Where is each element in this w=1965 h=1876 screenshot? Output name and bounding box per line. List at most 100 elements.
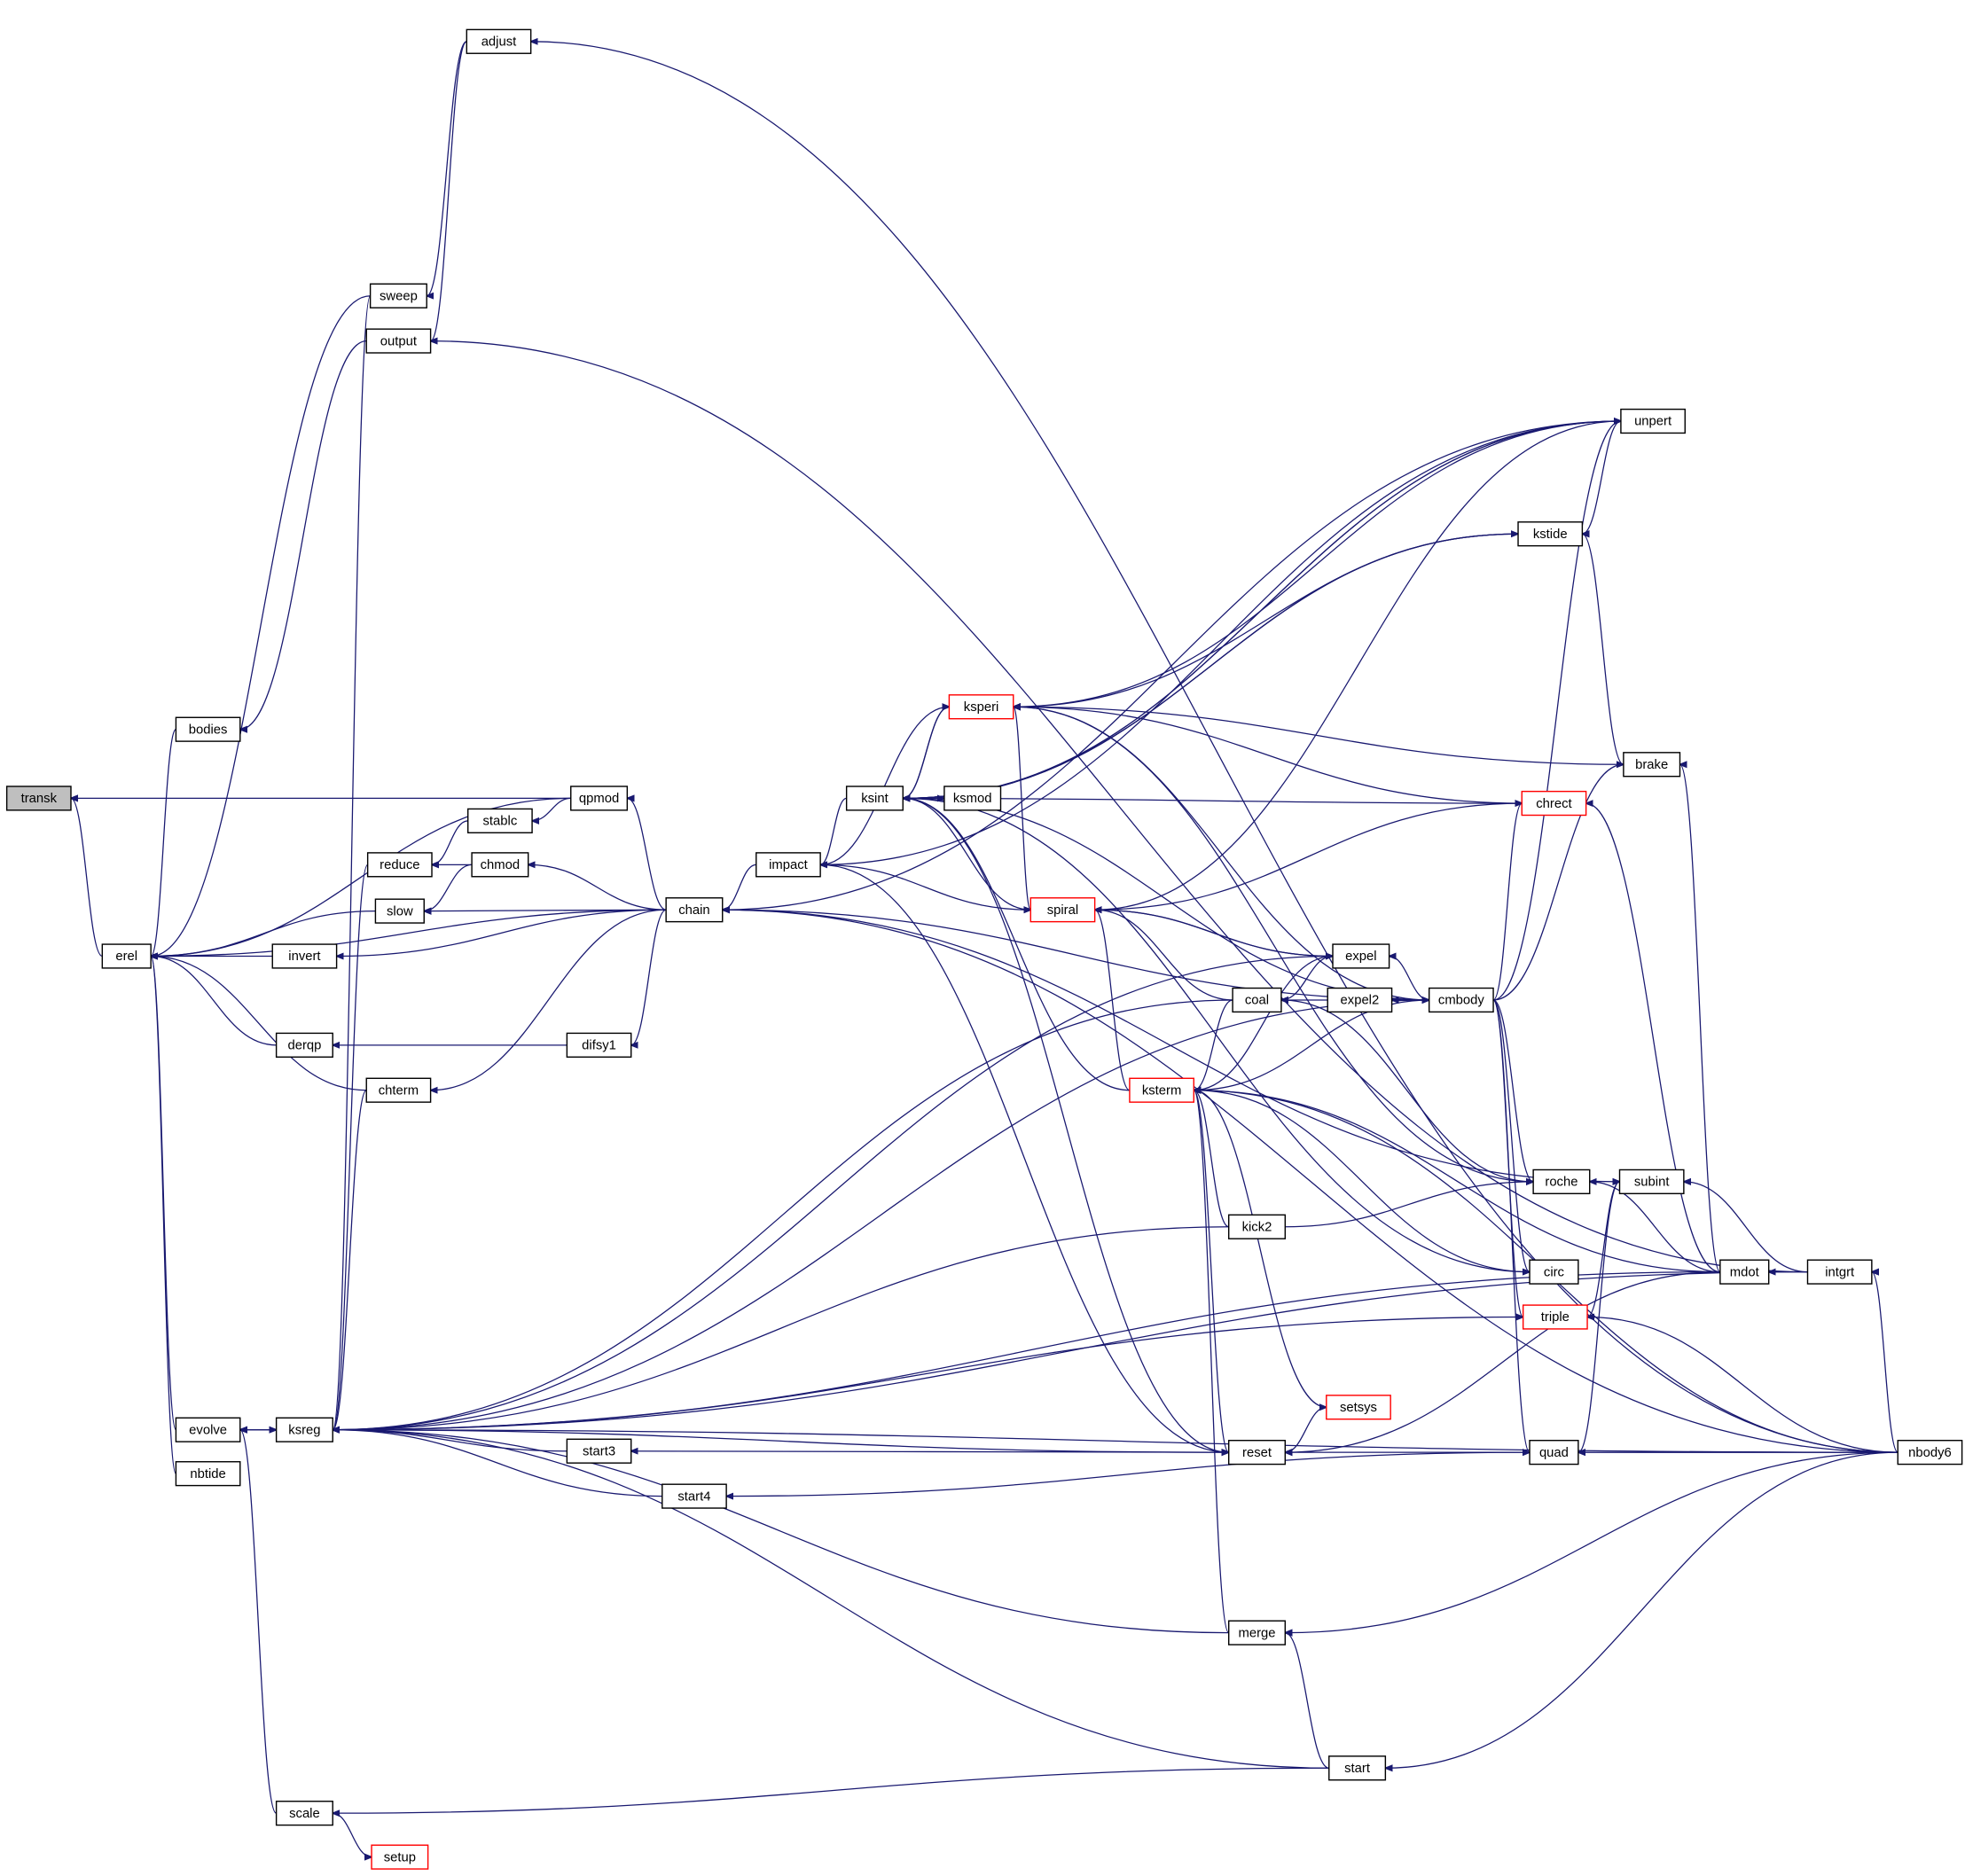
edge-mdot-to-ksterm xyxy=(1194,1090,1720,1273)
node-intgrt[interactable]: intgrt xyxy=(1806,1259,1873,1285)
node-adjust[interactable]: adjust xyxy=(466,28,532,54)
edge-quad-to-start4 xyxy=(726,1451,1531,1496)
edge-ksint-to-impact xyxy=(820,797,847,864)
node-setup[interactable]: setup xyxy=(371,1844,429,1870)
node-evolve[interactable]: evolve xyxy=(175,1417,241,1442)
node-label: start4 xyxy=(677,1489,710,1504)
node-label: cmbody xyxy=(1438,994,1485,1008)
node-spiral[interactable]: spiral xyxy=(1029,897,1096,923)
edge-start-to-ksreg xyxy=(333,1430,1329,1769)
node-cmbody[interactable]: cmbody xyxy=(1428,987,1494,1013)
node-circ[interactable]: circ xyxy=(1529,1259,1579,1285)
node-start4[interactable]: start4 xyxy=(662,1483,727,1509)
edge-output-to-bodies xyxy=(240,340,367,730)
edge-coal-to-spiral xyxy=(1095,910,1233,1001)
node-label: ksint xyxy=(861,792,889,806)
node-unpert[interactable]: unpert xyxy=(1620,408,1686,434)
edge-kick2-to-ksreg xyxy=(333,1226,1229,1430)
node-label: reset xyxy=(1242,1446,1272,1460)
node-box xyxy=(1529,1259,1579,1285)
node-label: chterm xyxy=(379,1083,419,1098)
node-roche[interactable]: roche xyxy=(1532,1169,1591,1195)
node-output[interactable]: output xyxy=(365,328,432,354)
edge-adjust-to-sweep xyxy=(427,41,467,296)
edge-intgrt-to-subint xyxy=(1684,1182,1808,1273)
node-setsys[interactable]: setsys xyxy=(1326,1395,1391,1420)
node-derqp[interactable]: derqp xyxy=(275,1032,333,1058)
node-transk[interactable]: transk xyxy=(5,786,72,811)
node-coal[interactable]: coal xyxy=(1232,987,1282,1013)
node-box xyxy=(5,786,72,811)
node-impact[interactable]: impact xyxy=(755,852,821,878)
node-box xyxy=(1326,1395,1391,1420)
node-label: coal xyxy=(1245,994,1269,1008)
node-box xyxy=(365,328,432,354)
edge-cmbody-to-unpert xyxy=(1493,421,1621,1001)
edge-roche-to-ksperi xyxy=(1014,707,1534,1183)
node-box xyxy=(1618,1169,1685,1195)
node-sweep[interactable]: sweep xyxy=(369,283,427,309)
node-start3[interactable]: start3 xyxy=(566,1438,632,1464)
node-label: scale xyxy=(289,1807,320,1821)
node-nbody6[interactable]: nbody6 xyxy=(1897,1440,1963,1466)
node-difsy1[interactable]: difsy1 xyxy=(566,1032,632,1058)
node-chmod[interactable]: chmod xyxy=(471,852,529,878)
node-invert[interactable]: invert xyxy=(271,943,338,969)
node-kstide[interactable]: kstide xyxy=(1517,521,1584,547)
edge-evolve-to-erel xyxy=(151,956,177,1431)
node-box xyxy=(275,1417,333,1442)
edge-qpmod-to-stablc xyxy=(532,797,571,820)
edge-chrect-to-spiral xyxy=(1095,802,1523,910)
node-kick2[interactable]: kick2 xyxy=(1228,1214,1287,1239)
edge-erel-to-transk xyxy=(71,798,103,958)
node-stablc[interactable]: stablc xyxy=(467,808,533,833)
node-expel[interactable]: expel xyxy=(1332,943,1390,969)
edge-chain-to-unpert xyxy=(722,421,1621,911)
edge-impact-to-reset xyxy=(820,864,1229,1452)
node-qpmod[interactable]: qpmod xyxy=(570,786,629,811)
node-merge[interactable]: merge xyxy=(1228,1620,1287,1645)
node-start[interactable]: start xyxy=(1328,1755,1387,1781)
node-label: kick2 xyxy=(1242,1220,1272,1234)
edge-cmbody-to-roche xyxy=(1492,999,1533,1182)
edge-unpert-to-impact xyxy=(820,420,1621,864)
node-expel2[interactable]: expel2 xyxy=(1327,987,1393,1013)
node-label: subint xyxy=(1634,1176,1670,1190)
node-brake[interactable]: brake xyxy=(1623,752,1681,778)
node-bodies[interactable]: bodies xyxy=(175,716,241,742)
edge-ksperi-to-spiral xyxy=(1013,706,1031,910)
node-box xyxy=(1328,1755,1387,1781)
edge-adjust-to-output xyxy=(431,41,467,341)
node-erel[interactable]: erel xyxy=(101,943,152,969)
node-label: output xyxy=(380,334,418,348)
node-label: intgrt xyxy=(1825,1265,1855,1279)
node-chterm[interactable]: chterm xyxy=(365,1077,432,1103)
node-label: nbody6 xyxy=(1908,1446,1952,1460)
node-ksperi[interactable]: ksperi xyxy=(948,694,1014,720)
edge-bodies-to-erel xyxy=(151,729,177,957)
node-triple[interactable]: triple xyxy=(1522,1304,1588,1330)
edge-brake-to-ksperi xyxy=(1014,707,1624,765)
node-label: difsy1 xyxy=(582,1039,616,1053)
edge-chain-to-cmbody xyxy=(722,909,1429,1000)
node-chrect[interactable]: chrect xyxy=(1521,790,1587,817)
edge-chterm-to-ksreg xyxy=(333,1090,367,1430)
node-ksterm[interactable]: ksterm xyxy=(1129,1077,1194,1103)
node-label: qpmod xyxy=(579,792,619,806)
node-ksint[interactable]: ksint xyxy=(845,786,904,811)
node-chain[interactable]: chain xyxy=(665,897,724,923)
node-ksreg[interactable]: ksreg xyxy=(275,1417,333,1442)
node-quad[interactable]: quad xyxy=(1529,1440,1579,1466)
node-subint[interactable]: subint xyxy=(1618,1169,1685,1195)
edge-brake-to-kstide xyxy=(1582,534,1624,765)
node-mdot[interactable]: mdot xyxy=(1719,1259,1770,1285)
node-scale[interactable]: scale xyxy=(275,1801,333,1826)
edge-cmbody-to-quad xyxy=(1492,999,1530,1452)
node-box xyxy=(374,898,425,924)
node-slow[interactable]: slow xyxy=(374,898,425,924)
edge-chain-to-chterm xyxy=(431,909,667,1090)
node-reset[interactable]: reset xyxy=(1228,1440,1287,1466)
node-nbtide[interactable]: nbtide xyxy=(175,1461,241,1487)
node-reduce[interactable]: reduce xyxy=(366,852,433,878)
node-ksmod[interactable]: ksmod xyxy=(943,786,1002,811)
